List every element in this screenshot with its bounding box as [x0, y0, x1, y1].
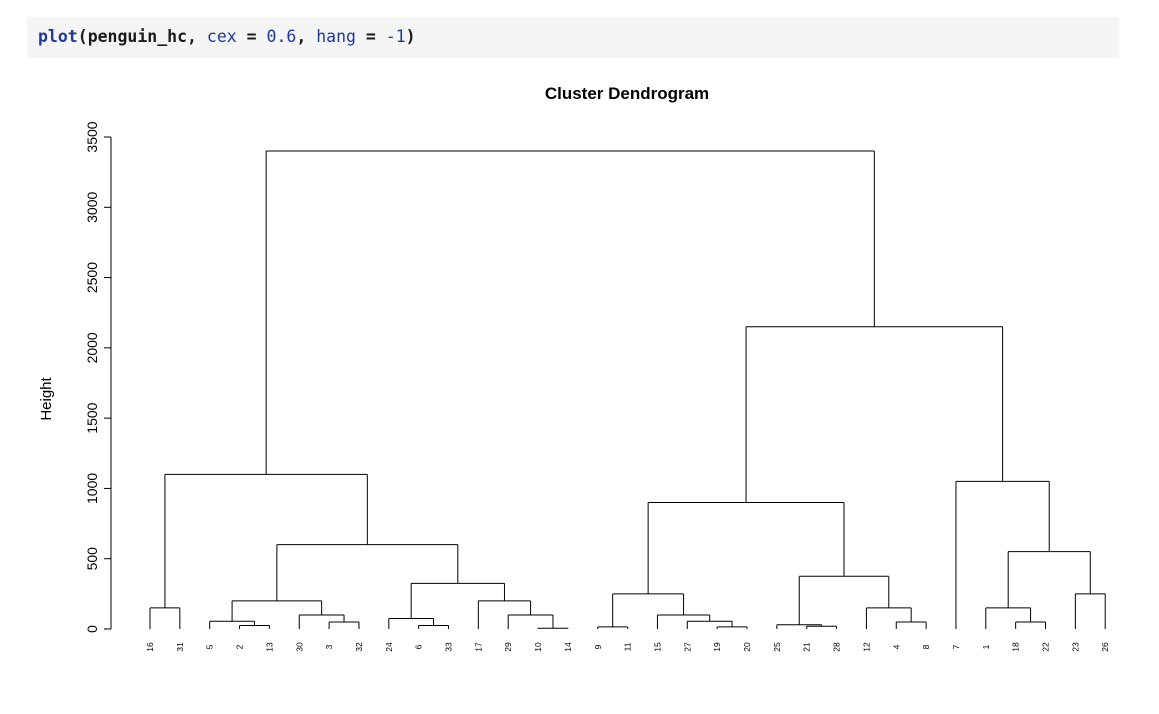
leaf-label: 12: [861, 642, 871, 652]
code-equals: =: [355, 27, 386, 46]
leaf-label: 8: [921, 644, 931, 649]
leaf-label: 18: [1011, 642, 1021, 652]
leaf-label: 13: [264, 642, 274, 652]
code-arg-value: 0.6: [266, 27, 297, 46]
leaf-label: 33: [444, 642, 454, 652]
code-separator: ,: [296, 27, 317, 46]
leaf-label: 11: [623, 642, 633, 651]
leaf-label: 6: [414, 644, 424, 649]
dendrogram-chart: Cluster Dendrogram Height 05001000150020…: [38, 84, 1110, 652]
y-tick-label: 1000: [84, 473, 100, 504]
y-tick-label: 3500: [84, 121, 100, 152]
leaf-label: 10: [533, 642, 543, 652]
code-object: penguin_hc: [87, 27, 188, 46]
leaf-label: 19: [712, 642, 722, 652]
y-tick-label: 0: [84, 625, 100, 633]
y-tick-label: 3000: [84, 192, 100, 223]
code-equals: =: [236, 27, 267, 46]
code-arg-name: hang: [316, 27, 356, 46]
leaf-label: 22: [1041, 642, 1051, 652]
code-paren-open: (: [77, 27, 88, 46]
leaf-label: 7: [951, 644, 961, 649]
leaf-label: 15: [652, 642, 662, 652]
y-tick-label: 2000: [84, 332, 100, 363]
y-axis-label: Height: [38, 376, 55, 420]
leaf-label: 16: [145, 642, 155, 652]
leaf-label: 14: [563, 642, 573, 652]
leaf-label: 32: [354, 642, 364, 652]
leaf-label: 23: [1070, 642, 1080, 652]
code-block: plot(penguin_hc, cex = 0.6, hang = -1): [27, 17, 1119, 58]
leaf-label: 17: [473, 642, 483, 652]
code-separator: ,: [187, 27, 207, 46]
leaf-label: 30: [294, 642, 304, 652]
leaf-label: 3: [324, 644, 334, 649]
dendrogram-tree: [149, 150, 1106, 629]
leaf-label: 28: [832, 642, 842, 652]
chart-title: Cluster Dendrogram: [545, 84, 709, 103]
code-paren-close: ): [405, 27, 416, 46]
leaf-label: 5: [205, 644, 215, 649]
code-function: plot: [38, 27, 78, 46]
leaf-label: 4: [891, 644, 901, 649]
code-arg-value: -1: [385, 27, 406, 46]
y-tick-label: 1500: [84, 402, 100, 433]
leaf-label: 9: [593, 644, 603, 649]
y-tick-label: 2500: [84, 262, 100, 293]
leaf-label: 31: [175, 642, 185, 652]
leaf-label: 2: [235, 644, 245, 649]
leaf-label: 27: [682, 642, 692, 652]
leaf-label: 1: [981, 644, 991, 649]
code-arg-name: cex: [206, 27, 237, 46]
y-axis: 0 500 1000 1500 2000 2500 3000 3500: [84, 121, 112, 633]
y-tick-label: 500: [84, 547, 100, 571]
leaf-label: 21: [802, 642, 812, 652]
leaf-label: 29: [503, 642, 513, 652]
leaf-label: 20: [742, 642, 752, 652]
leaf-label: 25: [772, 642, 782, 652]
leaf-label: 24: [384, 642, 394, 652]
leaf-label: 26: [1100, 642, 1110, 652]
